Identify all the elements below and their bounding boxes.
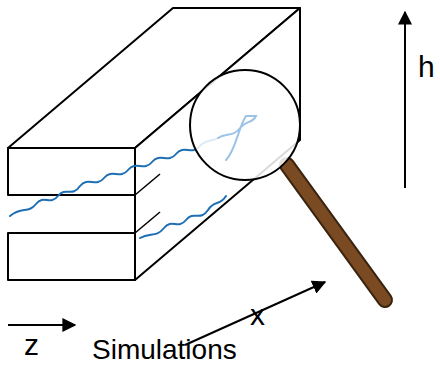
axis-label: x: [250, 300, 265, 330]
caption-text: Simulations: [92, 336, 237, 364]
axis-label: h: [418, 52, 435, 82]
axis-label: z: [24, 330, 39, 360]
